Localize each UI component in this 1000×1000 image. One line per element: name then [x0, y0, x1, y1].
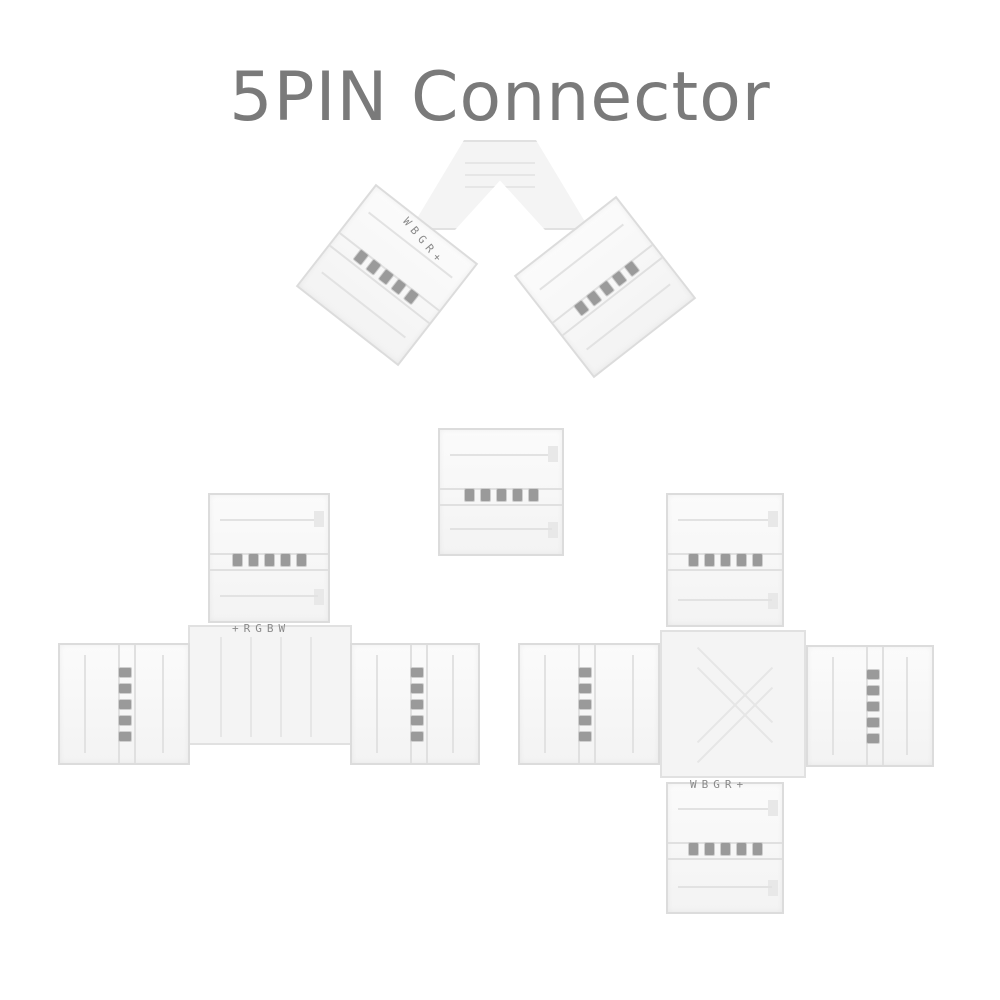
t-connector-body	[188, 625, 352, 745]
x-connector-pin-label: WBGR+	[690, 778, 749, 791]
pin-contacts	[411, 645, 423, 763]
t-connector-top-clip	[208, 493, 330, 623]
pin-contacts	[119, 645, 131, 763]
pin-contacts	[553, 245, 660, 332]
x-connector-left-clip	[518, 643, 660, 765]
pin-contacts	[440, 489, 562, 501]
x-connector-top-clip	[666, 493, 784, 627]
l-connector-corner	[410, 140, 590, 230]
pin-contacts	[668, 843, 782, 855]
page-title: 5PIN Connector	[229, 58, 771, 137]
x-connector-right-clip	[806, 645, 934, 767]
t-connector-left-clip	[58, 643, 190, 765]
pin-contacts	[579, 645, 591, 763]
x-connector-body	[660, 630, 806, 778]
pin-contacts	[867, 647, 879, 765]
pin-contacts	[210, 554, 328, 566]
t-connector-right-clip	[350, 643, 480, 765]
pin-contacts	[668, 554, 782, 566]
t-connector-pin-label: +RGBW	[232, 622, 291, 635]
straight-connector	[438, 428, 564, 556]
x-connector-bottom-clip	[666, 782, 784, 914]
